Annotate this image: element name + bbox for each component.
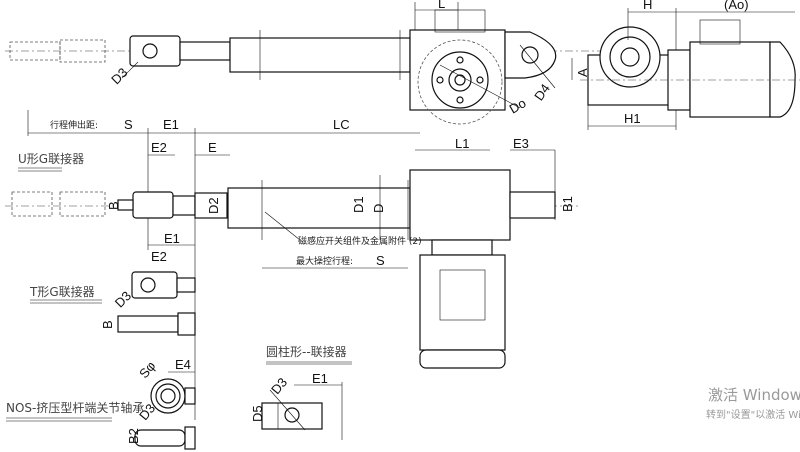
label-max-stroke: 最大操控行程: bbox=[296, 255, 353, 267]
label-D: D bbox=[371, 204, 386, 213]
label-B: B bbox=[106, 201, 121, 210]
label-Do: Do bbox=[507, 95, 529, 116]
label-D5: D5 bbox=[250, 405, 265, 422]
label-LC: LC bbox=[333, 117, 350, 132]
label-E1-c: E1 bbox=[312, 371, 328, 386]
label-H: H bbox=[643, 0, 652, 12]
label-S: S bbox=[124, 117, 133, 132]
label-B2: B2 bbox=[126, 428, 141, 444]
label-E: E bbox=[208, 140, 217, 155]
label-stroke-extension: 行程伸出距: bbox=[50, 119, 98, 131]
label-D3-t: D3 bbox=[112, 288, 134, 310]
label-max-stroke-S: S bbox=[376, 253, 385, 268]
label-H1: H1 bbox=[624, 111, 641, 126]
label-B-t: B bbox=[100, 320, 115, 329]
label-D1: D1 bbox=[351, 196, 366, 213]
label-L1: L1 bbox=[455, 136, 469, 151]
switch-note: 磁感应开关组件及金属附件 (2) bbox=[298, 235, 422, 247]
end-view-motor bbox=[580, 8, 800, 130]
side-view-actuator bbox=[5, 149, 580, 369]
activation-watermark-subtitle: 转到"设置"以激活 Windows。 bbox=[706, 410, 800, 421]
t-clevis-drawing bbox=[117, 271, 196, 336]
label-Ao: (Ao) bbox=[724, 0, 749, 12]
caption-nos: NOS-挤压型杆端关节轴承 bbox=[6, 400, 144, 415]
caption-t-clevis: T形G联接器 bbox=[29, 284, 95, 299]
label-E2-t: E2 bbox=[151, 249, 167, 264]
nos-rod-end-drawing bbox=[134, 378, 196, 450]
label-B1: B1 bbox=[560, 196, 575, 212]
label-E1-t: E1 bbox=[164, 231, 180, 246]
label-D4: D4 bbox=[531, 81, 553, 103]
label-D3-top: D3 bbox=[108, 65, 130, 87]
label-S-phi: Sφ bbox=[136, 358, 158, 381]
label-E4: E4 bbox=[175, 357, 191, 372]
caption-u-clevis: U形G联接器 bbox=[18, 151, 84, 166]
cylindrical-connector-drawing bbox=[261, 382, 343, 440]
label-E1: E1 bbox=[163, 117, 179, 132]
top-view-actuator bbox=[5, 2, 600, 125]
label-D3-c: D3 bbox=[268, 375, 290, 397]
activation-watermark-title: 激活 Windows bbox=[708, 386, 800, 404]
label-D2: D2 bbox=[206, 197, 221, 214]
label-A: A bbox=[575, 68, 590, 77]
label-E2: E2 bbox=[151, 140, 167, 155]
label-L: L bbox=[438, 0, 445, 11]
label-E3: E3 bbox=[513, 136, 529, 151]
caption-cylindrical: 圆柱形--联接器 bbox=[266, 344, 347, 359]
